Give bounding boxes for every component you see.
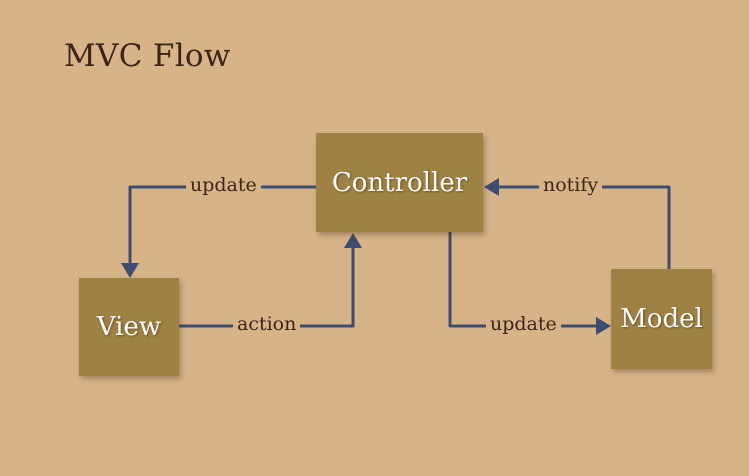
edge-label-action: action [233, 312, 301, 336]
arrowhead-model [596, 317, 611, 335]
model-label: Model [620, 304, 703, 334]
edge-label-update-view: update [186, 173, 261, 197]
controller-label: Controller [331, 167, 468, 198]
edge-model-to-controller [495, 185, 671, 271]
controller-node: Controller [316, 133, 483, 232]
arrowhead-controller-bottom [344, 233, 362, 248]
edge-label-update-model: update [486, 312, 561, 336]
edge-label-notify: notify [539, 173, 603, 197]
edge-controller-to-view [128, 185, 318, 266]
view-node: View [79, 278, 179, 376]
arrowhead-view [121, 263, 139, 278]
arrowhead-controller-right [484, 178, 499, 196]
model-node: Model [611, 269, 712, 369]
diagram-title: MVC Flow [64, 38, 231, 74]
view-label: View [96, 312, 162, 342]
